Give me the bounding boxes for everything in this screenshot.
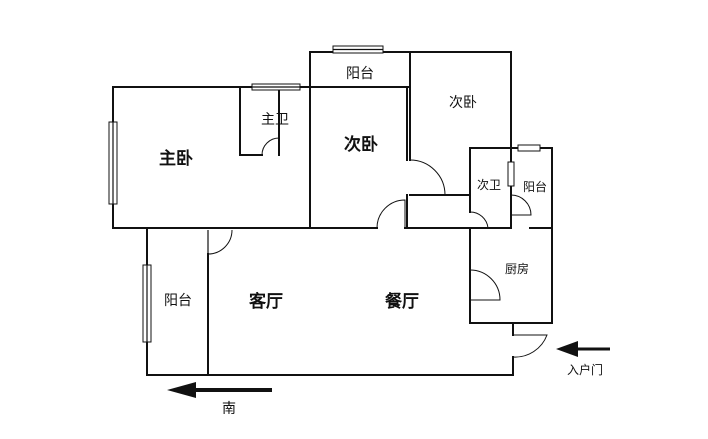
secondary-bath-door [469, 211, 489, 229]
kitchen-label: 厨房 [505, 261, 529, 276]
entry-wall-top [512, 322, 531, 336]
entrance-arrow-head [556, 341, 578, 357]
walls [112, 51, 553, 376]
living-room-label: 客厅 [248, 291, 283, 312]
top-balcony-label: 阳台 [346, 66, 374, 82]
top-right-bedroom-door [409, 159, 446, 196]
center-bedroom-door [376, 199, 406, 229]
master-bedroom-label: 主卧 [159, 148, 193, 169]
master-bedroom-wall [112, 86, 311, 229]
master-bath-door [261, 137, 280, 156]
center-bedroom-label: 次卧 [344, 134, 378, 155]
right-balcony-label: 阳台 [523, 179, 547, 194]
room-labels: 主卧 主卫 阳台 次卧 次卧 次卫 阳台 厨房 阳台 客厅 餐厅 [159, 66, 547, 312]
south-arrow-head [167, 382, 196, 398]
entrance-label: 入户门 [567, 362, 603, 377]
master-bath-wall [239, 86, 263, 156]
secondary-bath-label: 次卫 [477, 178, 501, 192]
master-bath-label: 主卫 [261, 112, 289, 128]
secondary-bath-window [507, 161, 515, 187]
arrows [167, 341, 610, 398]
top-right-bedroom-label: 次卧 [449, 95, 477, 111]
kitchen-door [469, 269, 501, 301]
left-balcony-label: 阳台 [164, 293, 192, 309]
doors [207, 137, 548, 358]
kitchen-wall [469, 227, 553, 324]
windows [108, 45, 541, 343]
top-right-bedroom-wall [409, 51, 512, 149]
right-balcony-door [510, 194, 532, 216]
right-balcony-window [517, 144, 541, 152]
entrance-door [512, 334, 548, 358]
annotations: 入户门 南 [222, 362, 603, 417]
left-balcony-door [207, 229, 233, 255]
dining-room-label: 餐厅 [385, 291, 419, 312]
south-label: 南 [222, 401, 236, 417]
